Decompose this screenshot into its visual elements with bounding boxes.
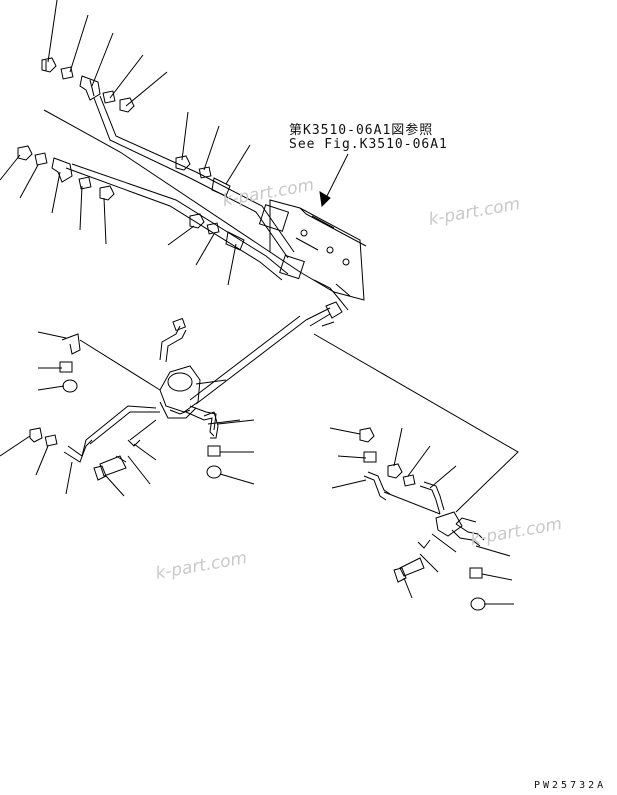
valve-assembly (160, 308, 330, 436)
reference-label-jp: 第K3510-06A1図参照 (289, 123, 434, 138)
top-fitting-group (42, 0, 196, 178)
lower-left-fittings (0, 332, 160, 496)
mid-fitting-group (168, 112, 250, 285)
reference-arrow (320, 154, 348, 206)
drawing-part-code: PW25732A (534, 780, 607, 791)
valve-right-fittings (204, 412, 254, 484)
reference-label-en: See Fig.K3510-06A1 (289, 137, 448, 152)
left-fitting-group (0, 146, 114, 244)
pipe-run-lower (314, 322, 518, 512)
mounting-bracket (259, 200, 366, 318)
lower-right-fittings (330, 428, 514, 610)
